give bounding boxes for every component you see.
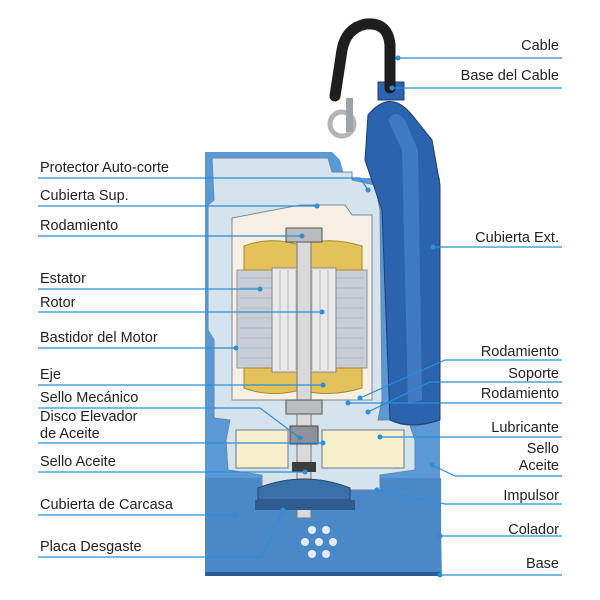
leader-placa: [38, 509, 284, 558]
external-cover: [364, 101, 441, 426]
label-rodamiento-top: Rodamiento: [40, 218, 119, 234]
label-soporte: Soporte: [508, 366, 559, 382]
label-protector: Protector Auto-corte: [40, 160, 169, 176]
label-base-cable: Base del Cable: [460, 68, 559, 84]
label-sello-line2: Aceite: [518, 458, 559, 474]
label-colador: Colador: [508, 522, 559, 538]
lifting-stem: [346, 98, 353, 132]
external-cover-highlight: [388, 114, 422, 404]
label-placa: Placa Desgaste: [40, 539, 142, 555]
label-sello-aceite-right: Sello Aceite: [519, 441, 559, 475]
oil-chamber-left: [235, 429, 289, 469]
label-cable: Cable: [521, 38, 559, 54]
cable: [329, 18, 396, 102]
label-rotor: Rotor: [40, 295, 76, 311]
label-disco: Disco Elevador de Aceite: [40, 409, 138, 443]
leader-soporte: [367, 381, 562, 413]
label-rodamiento-r2: Rodamiento: [480, 386, 559, 402]
label-bastidor: Bastidor del Motor: [40, 330, 158, 346]
leader-dots: [232, 55, 443, 578]
label-disco-line1: Disco Elevador: [40, 409, 138, 425]
oil-seal: [292, 462, 316, 472]
label-eje: Eje: [40, 367, 61, 383]
label-cubierta-sup: Cubierta Sup.: [40, 188, 129, 204]
leader-impulsor: [376, 489, 562, 505]
label-impulsor: Impulsor: [503, 488, 559, 504]
strainer-holes: [301, 526, 337, 558]
label-sello-mecanico: Sello Mecánico: [40, 390, 139, 406]
label-rodamiento-r1: Rodamiento: [480, 344, 559, 360]
label-cubierta-ext: Cubierta Ext.: [475, 230, 559, 246]
impeller: [257, 478, 351, 501]
lifting-eye: [327, 109, 357, 139]
leader-sello-mecanico: [38, 407, 301, 439]
leader-sello-aceite-r: [431, 464, 562, 477]
bearing-bottom: [285, 399, 323, 415]
label-cubierta-carcasa: Cubierta de Carcasa: [40, 497, 173, 513]
label-lubricante: Lubricante: [491, 420, 559, 436]
pump-illustration: [205, 18, 442, 576]
leader-lines: [38, 57, 562, 576]
oil-chamber-right: [321, 429, 405, 469]
leader-rodamiento-r1: [359, 359, 562, 399]
shaft: [296, 227, 312, 519]
label-estator: Estator: [40, 271, 86, 287]
wear-plate: [255, 500, 355, 510]
leader-protector: [38, 177, 369, 191]
label-sello-aceite-left: Sello Aceite: [40, 454, 116, 470]
label-sello-line1: Sello: [526, 441, 559, 457]
label-base: Base: [525, 556, 559, 572]
base-foot: [205, 572, 441, 576]
mechanical-seal: [289, 425, 319, 445]
label-disco-line2: de Aceite: [40, 426, 100, 442]
